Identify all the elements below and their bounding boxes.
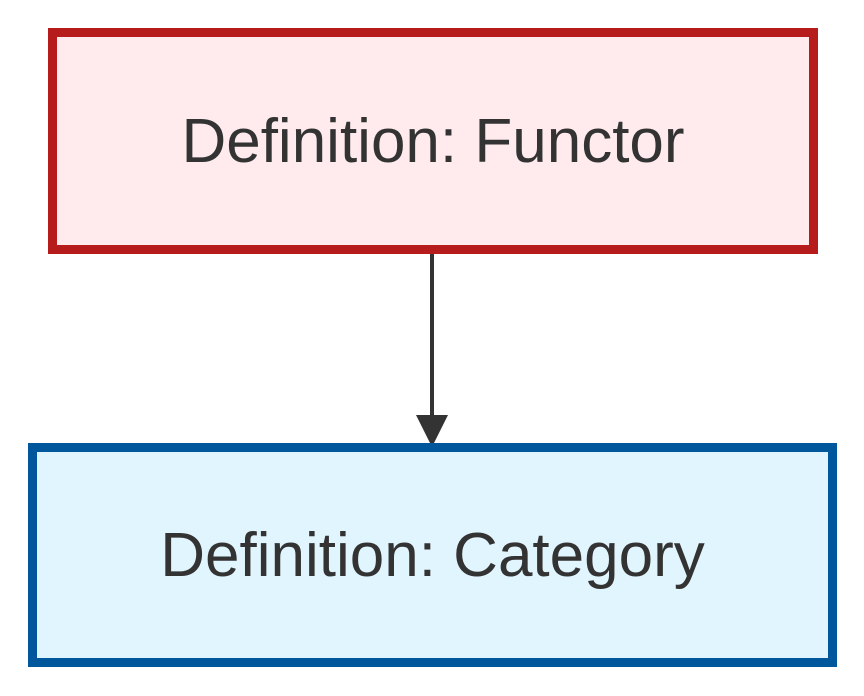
node-functor[interactable]: Definition: Functor [48,28,818,254]
node-functor-label: Definition: Functor [181,106,685,176]
node-category[interactable]: Definition: Category [28,443,837,667]
node-category-label: Definition: Category [160,520,705,590]
